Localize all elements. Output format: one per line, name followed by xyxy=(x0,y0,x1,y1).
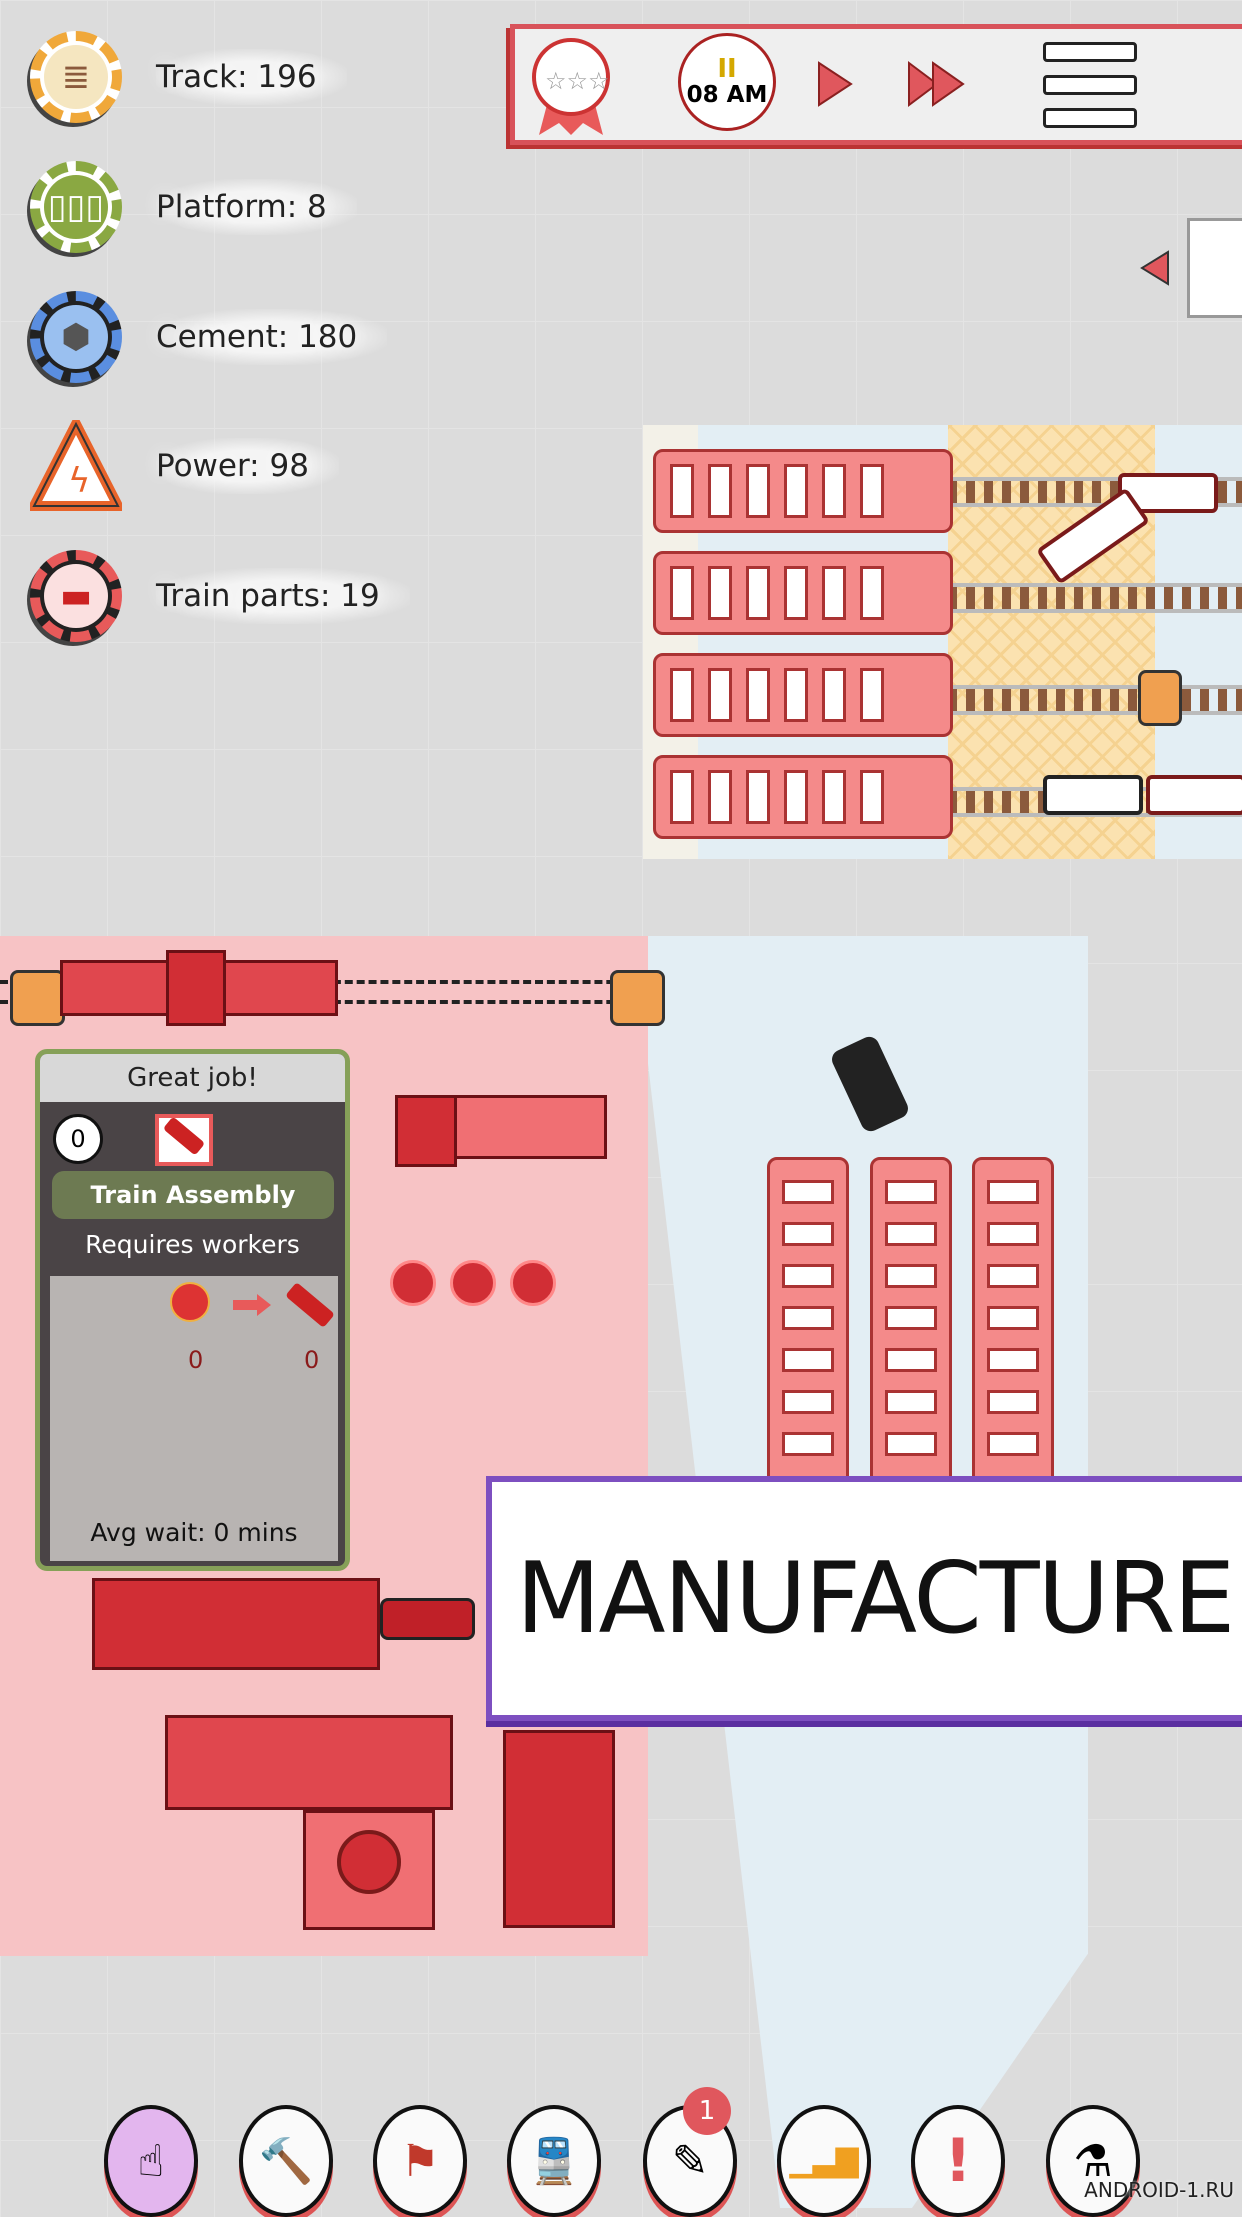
alerts-tool-button[interactable]: ! xyxy=(911,2105,1005,2217)
resource-label: Cement: 180 xyxy=(156,309,388,365)
hammer-icon: 🔨 xyxy=(258,2136,314,2187)
exclamation-icon: ! xyxy=(944,2126,972,2196)
worker-count-badge: 0 xyxy=(53,1114,103,1164)
power-icon: ϟ xyxy=(30,420,122,511)
contracts-tool-button[interactable]: ✎ 1 xyxy=(643,2087,737,2217)
factory-building[interactable] xyxy=(503,1730,615,1928)
station-area xyxy=(643,425,1242,859)
achievements-button[interactable]: ☆☆☆ xyxy=(529,37,613,137)
play-button[interactable] xyxy=(815,59,855,109)
resource-cement: ⬢ Cement: 180 xyxy=(30,287,388,387)
resource-label: Track: 196 xyxy=(156,49,347,105)
train-car[interactable] xyxy=(1043,775,1143,815)
locomotive[interactable] xyxy=(380,1598,475,1640)
resource-power: ϟ Power: 98 xyxy=(30,416,339,516)
bar-chart-icon: ▁▃▇ xyxy=(789,2143,859,2179)
chevron-left-icon xyxy=(1140,250,1169,286)
track-icon: ≣ xyxy=(30,31,122,123)
building-name: Train Assembly xyxy=(52,1171,334,1219)
side-panel-tab[interactable] xyxy=(1187,218,1242,318)
resource-label: Train parts: 19 xyxy=(156,568,410,624)
factory-building[interactable] xyxy=(165,1715,453,1810)
clock-pause-button[interactable]: II 08 AM xyxy=(678,33,776,131)
train-parts-icon xyxy=(285,1282,335,1328)
avg-wait: Avg wait: 0 mins xyxy=(90,1518,298,1547)
platform[interactable] xyxy=(653,653,953,737)
platform[interactable] xyxy=(767,1157,849,1487)
build-tool-button[interactable]: 🔨 xyxy=(239,2105,333,2217)
building-status: Requires workers xyxy=(85,1230,300,1259)
research-tool-button[interactable]: ⚗ xyxy=(1046,2105,1140,2217)
production-panel: 0 0 Avg wait: 0 mins xyxy=(50,1276,338,1561)
fast-forward-icon xyxy=(908,61,965,107)
contract-pencil-icon: ✎ xyxy=(671,2135,709,2187)
select-tool-button[interactable]: ☝ xyxy=(104,2105,198,2217)
output-count: 0 xyxy=(304,1346,320,1374)
platform[interactable] xyxy=(653,551,953,635)
train-parts-icon: ▬ xyxy=(30,550,122,642)
expand-panel-button[interactable] xyxy=(1140,250,1170,290)
pause-icon: II xyxy=(717,54,737,84)
factory-building[interactable] xyxy=(395,1095,457,1167)
menu-button[interactable] xyxy=(1040,35,1140,135)
play-icon xyxy=(818,61,853,107)
wheel-icon xyxy=(337,1830,401,1894)
platform-icon: ▯▯▯ xyxy=(30,161,122,253)
platform[interactable] xyxy=(972,1157,1054,1487)
banner-text: MANUFACTURE xyxy=(516,1541,1235,1656)
time-display: 08 AM xyxy=(686,82,768,108)
tunnel-portal xyxy=(610,970,665,1026)
menu-icon-bar xyxy=(1043,108,1137,128)
factory-building[interactable] xyxy=(166,950,226,1026)
notification-badge: 1 xyxy=(683,2087,731,2135)
resource-track: ≣ Track: 196 xyxy=(30,27,347,127)
stats-tool-button[interactable]: ▁▃▇ xyxy=(777,2105,871,2217)
tunnel-portal xyxy=(10,970,65,1026)
cement-icon: ⬢ xyxy=(30,291,122,383)
fast-forward-button[interactable] xyxy=(905,59,969,109)
svg-text:ϟ: ϟ xyxy=(68,461,90,501)
train-parts-icon xyxy=(155,1114,213,1166)
menu-icon-bar xyxy=(1043,42,1137,62)
trains-tool-button[interactable]: 🚆 xyxy=(507,2105,601,2217)
input-count: 0 xyxy=(188,1346,204,1374)
signal-tool-button[interactable]: ⚑ xyxy=(373,2105,467,2217)
storage-tanks[interactable] xyxy=(390,1260,556,1306)
svg-text:☆☆☆: ☆☆☆ xyxy=(545,67,610,95)
tunnel-portal xyxy=(1138,670,1182,726)
menu-icon-bar xyxy=(1043,75,1137,95)
signal-icon: ⚑ xyxy=(400,2135,440,2187)
top-bar: ☆☆☆ II 08 AM xyxy=(510,24,1242,145)
platform[interactable] xyxy=(653,755,953,839)
flask-icon: ⚗ xyxy=(1073,2135,1113,2187)
resource-platform: ▯▯▯ Platform: 8 xyxy=(30,157,357,257)
popup-title: Great job! xyxy=(40,1054,345,1102)
building-info-popup: Great job! 0 Train Assembly Requires wor… xyxy=(35,1049,350,1571)
train-icon: 🚆 xyxy=(526,2136,582,2187)
platform[interactable] xyxy=(653,449,953,533)
resource-label: Platform: 8 xyxy=(156,179,357,235)
watermark: ANDROID-1.RU xyxy=(1084,2178,1234,2202)
factory-building[interactable] xyxy=(92,1578,380,1670)
train-car[interactable] xyxy=(1146,775,1242,815)
pointer-hand-icon: ☝ xyxy=(137,2135,165,2187)
platform[interactable] xyxy=(870,1157,952,1487)
resource-label: Power: 98 xyxy=(156,438,339,494)
arrow-right-icon xyxy=(233,1294,271,1316)
manufacture-banner: MANUFACTURE xyxy=(486,1476,1242,1721)
resource-train-parts: ▬ Train parts: 19 xyxy=(30,546,410,646)
ribbon-award-icon: ☆☆☆ xyxy=(532,38,610,135)
worker-icon xyxy=(170,1282,210,1322)
